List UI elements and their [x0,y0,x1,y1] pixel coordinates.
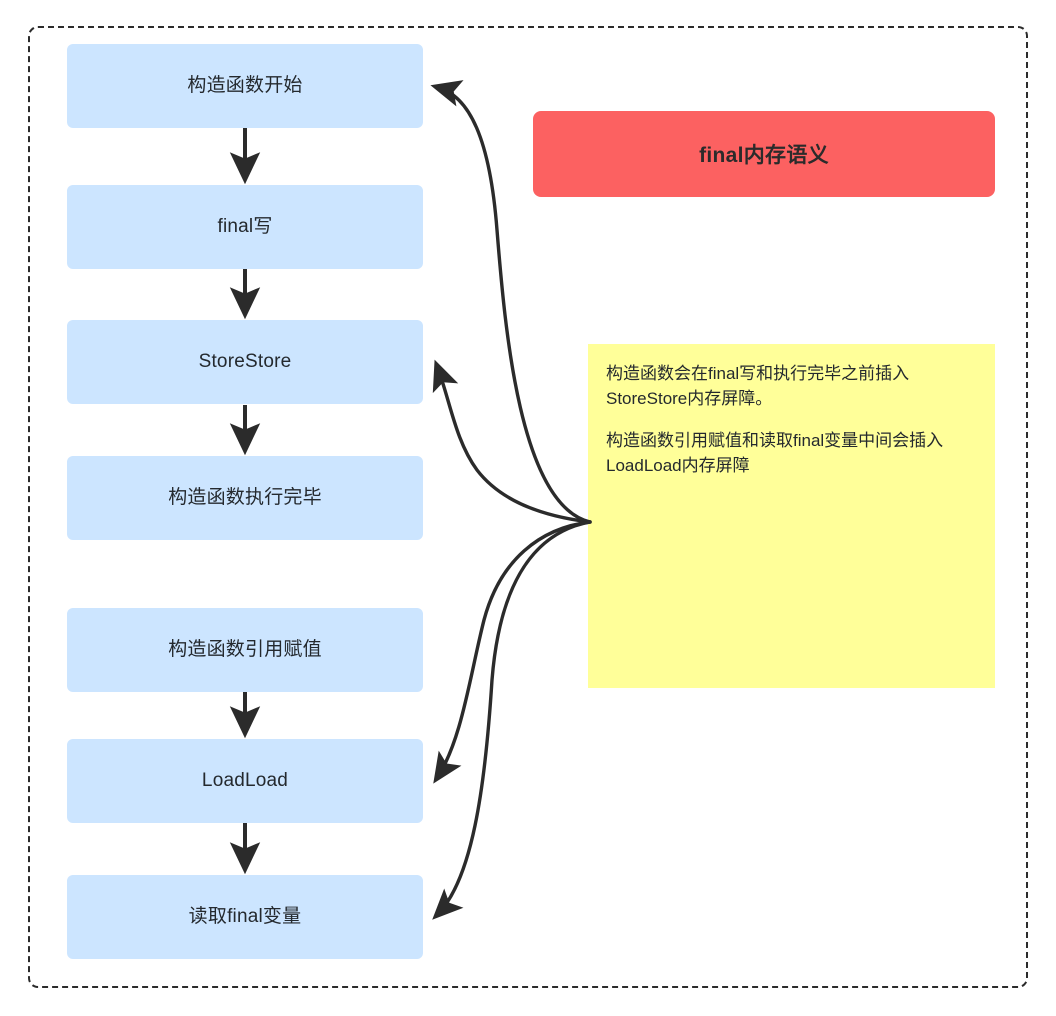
diagram-outer-frame [28,26,1028,988]
note-paragraph-1: 构造函数会在final写和执行完毕之前插入StoreStore内存屏障。 [606,364,910,408]
node-label: final写 [217,215,273,237]
node-label: 构造函数引用赋值 [168,638,322,660]
node-read-final-var[interactable]: 读取final变量 [67,875,423,959]
node-label: StoreStore [198,350,292,372]
node-label: 构造函数执行完毕 [168,486,322,508]
node-label: LoadLoad [201,769,289,791]
title-box-label: final内存语义 [699,144,829,167]
node-constructor-ref-assign[interactable]: 构造函数引用赋值 [67,608,423,692]
node-storestore-barrier[interactable]: StoreStore [67,320,423,404]
note-box: 构造函数会在final写和执行完毕之前插入StoreStore内存屏障。 构造函… [588,344,995,688]
note-spacer [606,411,981,429]
node-label: 构造函数开始 [187,74,303,96]
node-label: 读取final变量 [188,905,302,927]
node-constructor-end[interactable]: 构造函数执行完毕 [67,456,423,540]
node-final-write[interactable]: final写 [67,185,423,269]
note-paragraph-2: 构造函数引用赋值和读取final变量中间会插入LoadLoad内存屏障 [606,431,944,475]
title-box-final-memory-semantics: final内存语义 [533,111,995,197]
node-constructor-start[interactable]: 构造函数开始 [67,44,423,128]
node-loadload-barrier[interactable]: LoadLoad [67,739,423,823]
